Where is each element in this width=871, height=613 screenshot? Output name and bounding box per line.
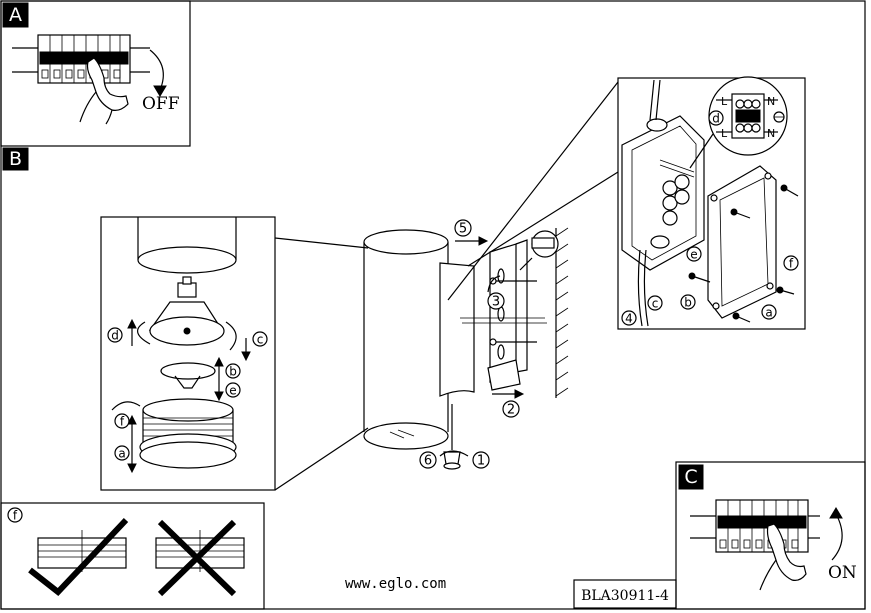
panel-c-frame (675, 461, 866, 610)
lamp-body-icon (363, 229, 475, 470)
lamp-step-a: a (118, 447, 125, 461)
rotate-arrow-c-icon (225, 321, 237, 351)
fuse-box-on-icon (690, 499, 820, 553)
threaded-ring-icon (139, 398, 237, 469)
rotate-arrow-f-icon (111, 401, 141, 411)
footer-code: BLA30911-4 (581, 588, 669, 604)
junction-box-detail: L N L N d e c b f a 4 (617, 76, 806, 330)
mounting-bracket-icon (460, 239, 547, 391)
panel-c: C ON (675, 461, 866, 610)
lamp-step-e: e (229, 384, 236, 398)
terminal-N-bottom: N (767, 127, 775, 140)
terminal-N-top: N (767, 95, 775, 108)
box-step-b: b (684, 296, 692, 310)
checkmark-icon (28, 517, 129, 597)
ring-correct-icon (37, 530, 127, 572)
rotate-arrow-6-1-icon (439, 450, 469, 457)
lamp-step-c: c (257, 333, 264, 347)
panel-a-tag-box (2, 2, 29, 28)
box-step-e: e (690, 248, 697, 262)
panel-f-frame (0, 502, 265, 610)
mount-step-1: 1 (477, 454, 485, 469)
halogen-bulb-icon (148, 276, 225, 346)
box-step-f: f (789, 257, 794, 271)
panel-f-tag: f (13, 509, 18, 523)
box-step-c: c (652, 297, 659, 311)
lamp-step-d: d (111, 329, 119, 343)
rotate-arrow-d-icon (137, 321, 151, 345)
fuse-box-icon (12, 34, 150, 84)
footer-url: www.eglo.com (345, 576, 446, 592)
lamp-exploded-view: d c b e f a (100, 216, 369, 491)
rotate-up-arrow-icon (831, 513, 843, 561)
box-step-d: d (712, 112, 720, 126)
panel-b-tag-box (2, 147, 29, 171)
panel-a-tag: A (9, 4, 22, 26)
wall-hatch-icon (555, 227, 569, 398)
footer-code-box (573, 579, 677, 609)
cross-icon (157, 519, 237, 597)
panel-c-tag: C (684, 466, 697, 488)
terminal-L-bottom: L (721, 127, 728, 140)
glass-cover-icon (160, 362, 216, 389)
rotate-arrow-3-icon (487, 275, 501, 293)
mount-step-3: 3 (492, 295, 500, 310)
panel-a: A OFF (0, 0, 191, 147)
panel-a-action: OFF (142, 94, 180, 114)
hand-pressing-icon (79, 57, 129, 125)
mount-step-5: 5 (459, 222, 467, 237)
wall-plug-icon (519, 230, 559, 271)
lamp-housing-top-icon (137, 217, 237, 274)
mount-step-2: 2 (507, 403, 515, 418)
panel-c-tag-box (678, 464, 704, 490)
box-step-4: 4 (625, 312, 633, 326)
panel-b-tag: B (9, 148, 22, 170)
panel-c-action: ON (828, 563, 857, 583)
terminal-L-top: L (721, 95, 728, 108)
mount-step-6: 6 (424, 454, 432, 469)
lamp-step-f: f (120, 415, 125, 429)
lamp-step-b: b (229, 365, 237, 379)
rotate-down-arrow-icon (149, 49, 164, 91)
hand-pressing-on-icon (759, 523, 807, 591)
lamp-detail-frame (100, 216, 276, 491)
box-step-a: a (765, 306, 772, 320)
junction-box-frame (617, 77, 806, 330)
panel-f: f (0, 502, 265, 610)
panel-a-frame (0, 0, 191, 147)
